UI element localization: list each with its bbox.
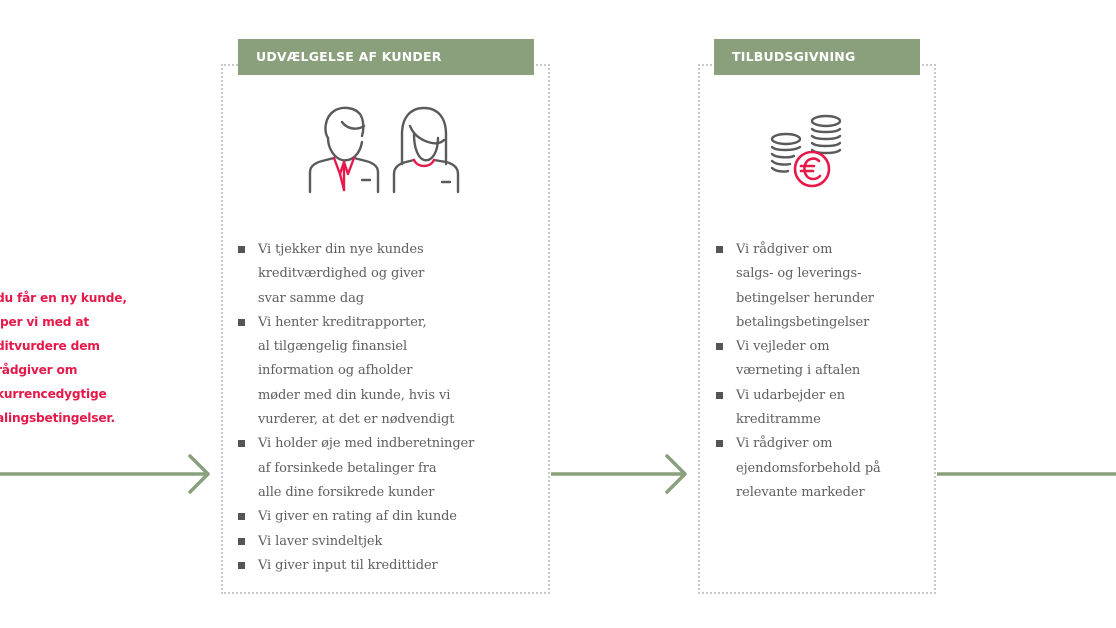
intro-line: kurrencedygtige (0, 387, 107, 401)
square-bullet-icon (238, 318, 245, 326)
flow-line (937, 472, 1116, 476)
quotation-list: Vi rådgiver om salgs- og leverings- beti… (715, 238, 935, 505)
intro-line: du får en ny kunde, (0, 291, 127, 305)
intro-line: lper vi med at (0, 315, 89, 329)
flow-arrow-icon (551, 454, 687, 494)
square-bullet-icon (238, 513, 245, 521)
list-item: Vi udarbejder en kreditramme (715, 384, 935, 433)
customer-selection-list: Vi tjekker din nye kundes kreditværdighe… (237, 238, 547, 578)
list-item: Vi henter kreditrapporter, al tilgængeli… (237, 311, 547, 432)
people-icon (308, 106, 460, 194)
intro-line: ditvurdere dem (0, 339, 100, 353)
flow-arrow-icon (0, 454, 210, 494)
intro-line: alingsbetingelser. (0, 411, 115, 425)
step-title-customer-selection: UDVÆLGELSE AF KUNDER (238, 39, 534, 75)
euro-coins-icon (770, 114, 842, 188)
list-item: Vi giver input til kredittider (237, 554, 547, 578)
square-bullet-icon (716, 246, 723, 253)
square-bullet-icon (716, 391, 723, 399)
square-bullet-icon (238, 537, 245, 545)
list-item: Vi holder øje med indberetninger af fors… (237, 432, 547, 505)
list-item: Vi rådgiver om salgs- og leverings- beti… (715, 238, 935, 335)
intro-text: du får en ny kunde, lper vi med at ditvu… (0, 286, 196, 430)
step-title-quotation: TILBUDSGIVNING (714, 39, 920, 75)
square-bullet-icon (238, 440, 245, 448)
square-bullet-icon (238, 246, 245, 253)
square-bullet-icon (716, 343, 723, 351)
list-item: Vi giver en rating af din kunde (237, 505, 547, 529)
intro-line: rådgiver om (0, 363, 78, 377)
square-bullet-icon (716, 440, 723, 448)
square-bullet-icon (238, 561, 245, 569)
list-item: Vi vejleder om værneting i aftalen (715, 335, 935, 384)
list-item: Vi laver svindeltjek (237, 530, 547, 554)
list-item: Vi rådgiver om ejendomsforbehold på rele… (715, 432, 935, 505)
list-item: Vi tjekker din nye kundes kreditværdighe… (237, 238, 547, 311)
